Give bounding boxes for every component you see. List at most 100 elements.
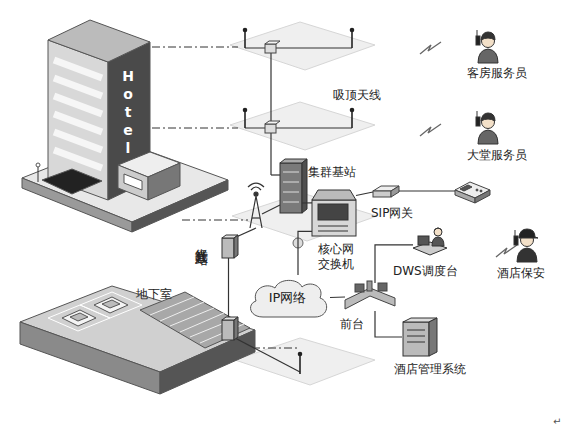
node-label: 前台 — [340, 317, 364, 332]
node-label: DWS调度台 — [393, 264, 458, 279]
basement — [20, 286, 255, 394]
node-label: 核心网 交换机 — [318, 242, 358, 272]
walkie-talkie — [476, 117, 480, 126]
splitter-top — [265, 121, 280, 124]
window-band — [54, 78, 102, 96]
operator-headset — [434, 228, 442, 231]
splitter-top — [265, 41, 280, 44]
tower-legs — [250, 196, 262, 228]
console-keys — [318, 226, 348, 227]
antenna — [351, 30, 353, 48]
person-hair — [481, 32, 495, 40]
annotation-label: 客房服务员 — [467, 66, 527, 81]
annex-window — [124, 174, 142, 190]
annex-side — [148, 163, 180, 200]
antenna — [244, 30, 246, 48]
console-screen — [318, 204, 348, 220]
hotel-building — [22, 20, 228, 232]
gateway-side — [391, 186, 399, 197]
antenna-tip — [351, 109, 354, 112]
desk-tower — [367, 281, 372, 291]
leader-line — [152, 128, 238, 129]
phone-side — [475, 190, 490, 203]
node-label: 酒店管理系统 — [394, 362, 466, 377]
cable — [235, 338, 300, 372]
vertical-label: 光纤直放站 — [194, 238, 209, 243]
repeater-side — [234, 317, 238, 340]
core-switch-console — [312, 190, 356, 236]
annotation-label: 大堂服务员 — [467, 148, 527, 163]
lamp-post — [38, 166, 39, 182]
phone-handset — [460, 185, 472, 191]
lightning-mark — [496, 245, 517, 257]
server-slot — [407, 336, 425, 337]
antenna-tip — [351, 29, 354, 32]
splitters — [265, 41, 280, 133]
node-label: SIP网关 — [371, 206, 413, 221]
front-desk-icon — [345, 281, 395, 309]
leader-line — [152, 47, 238, 48]
network-link — [356, 192, 373, 196]
antenna — [351, 110, 353, 128]
car-roof — [70, 313, 88, 321]
equipment-node: DWS调度台 — [413, 228, 447, 256]
lamp — [36, 163, 40, 167]
desk-monitor — [355, 284, 364, 292]
car — [62, 310, 96, 326]
tower-roof — [48, 20, 150, 62]
gateway-front — [373, 191, 391, 197]
room-attendant-figure — [476, 30, 498, 63]
network-cloud: IP网络 — [245, 275, 330, 320]
operator-head — [434, 228, 442, 236]
equipment-node: 核心网 交换机 — [312, 190, 356, 236]
floor-plane — [235, 338, 375, 385]
sip-gateway-icon — [373, 186, 399, 197]
leader-line — [182, 220, 248, 221]
window-band — [54, 114, 102, 132]
window-band — [54, 60, 102, 78]
node-label: IP网络 — [245, 275, 330, 320]
walkie-antenna — [477, 111, 478, 117]
annotation-label: 酒店保安 — [497, 266, 545, 281]
network-link — [330, 296, 345, 298]
antenna-tower — [248, 183, 264, 228]
basement-side — [20, 322, 160, 394]
rack-side — [302, 159, 307, 213]
entrance-court — [42, 169, 102, 194]
tower-tip — [254, 192, 258, 196]
server-icon — [403, 318, 437, 356]
phone-front — [455, 190, 475, 203]
operator-body — [432, 237, 444, 246]
leader-line — [252, 348, 298, 349]
annotation-label: 吸顶天线 — [333, 88, 381, 103]
cable — [228, 258, 229, 318]
window-band — [54, 150, 102, 168]
console-top — [312, 190, 356, 200]
rack-slot — [283, 182, 299, 183]
rack-slot — [283, 172, 299, 173]
splitter — [265, 44, 276, 53]
vertical-label: Hotel — [120, 68, 135, 158]
cable — [271, 174, 280, 175]
network-link — [302, 202, 312, 203]
server-side — [429, 318, 437, 356]
network-link — [375, 311, 402, 337]
ramp-step — [170, 308, 214, 326]
lightning-mark — [420, 42, 441, 54]
antenna-tip — [299, 353, 302, 356]
walkie-antenna — [477, 30, 478, 36]
window-bands — [54, 60, 102, 168]
ramp-steps — [150, 297, 244, 343]
antenna — [244, 110, 246, 128]
person-body — [478, 49, 498, 63]
person-body — [517, 248, 537, 262]
lightning-mark — [420, 124, 441, 136]
car — [94, 297, 128, 313]
cable — [262, 205, 280, 214]
dispatch-monitor — [418, 236, 429, 245]
annex-front — [118, 165, 148, 200]
rack-slot — [283, 192, 299, 193]
signal-arc — [251, 187, 261, 190]
